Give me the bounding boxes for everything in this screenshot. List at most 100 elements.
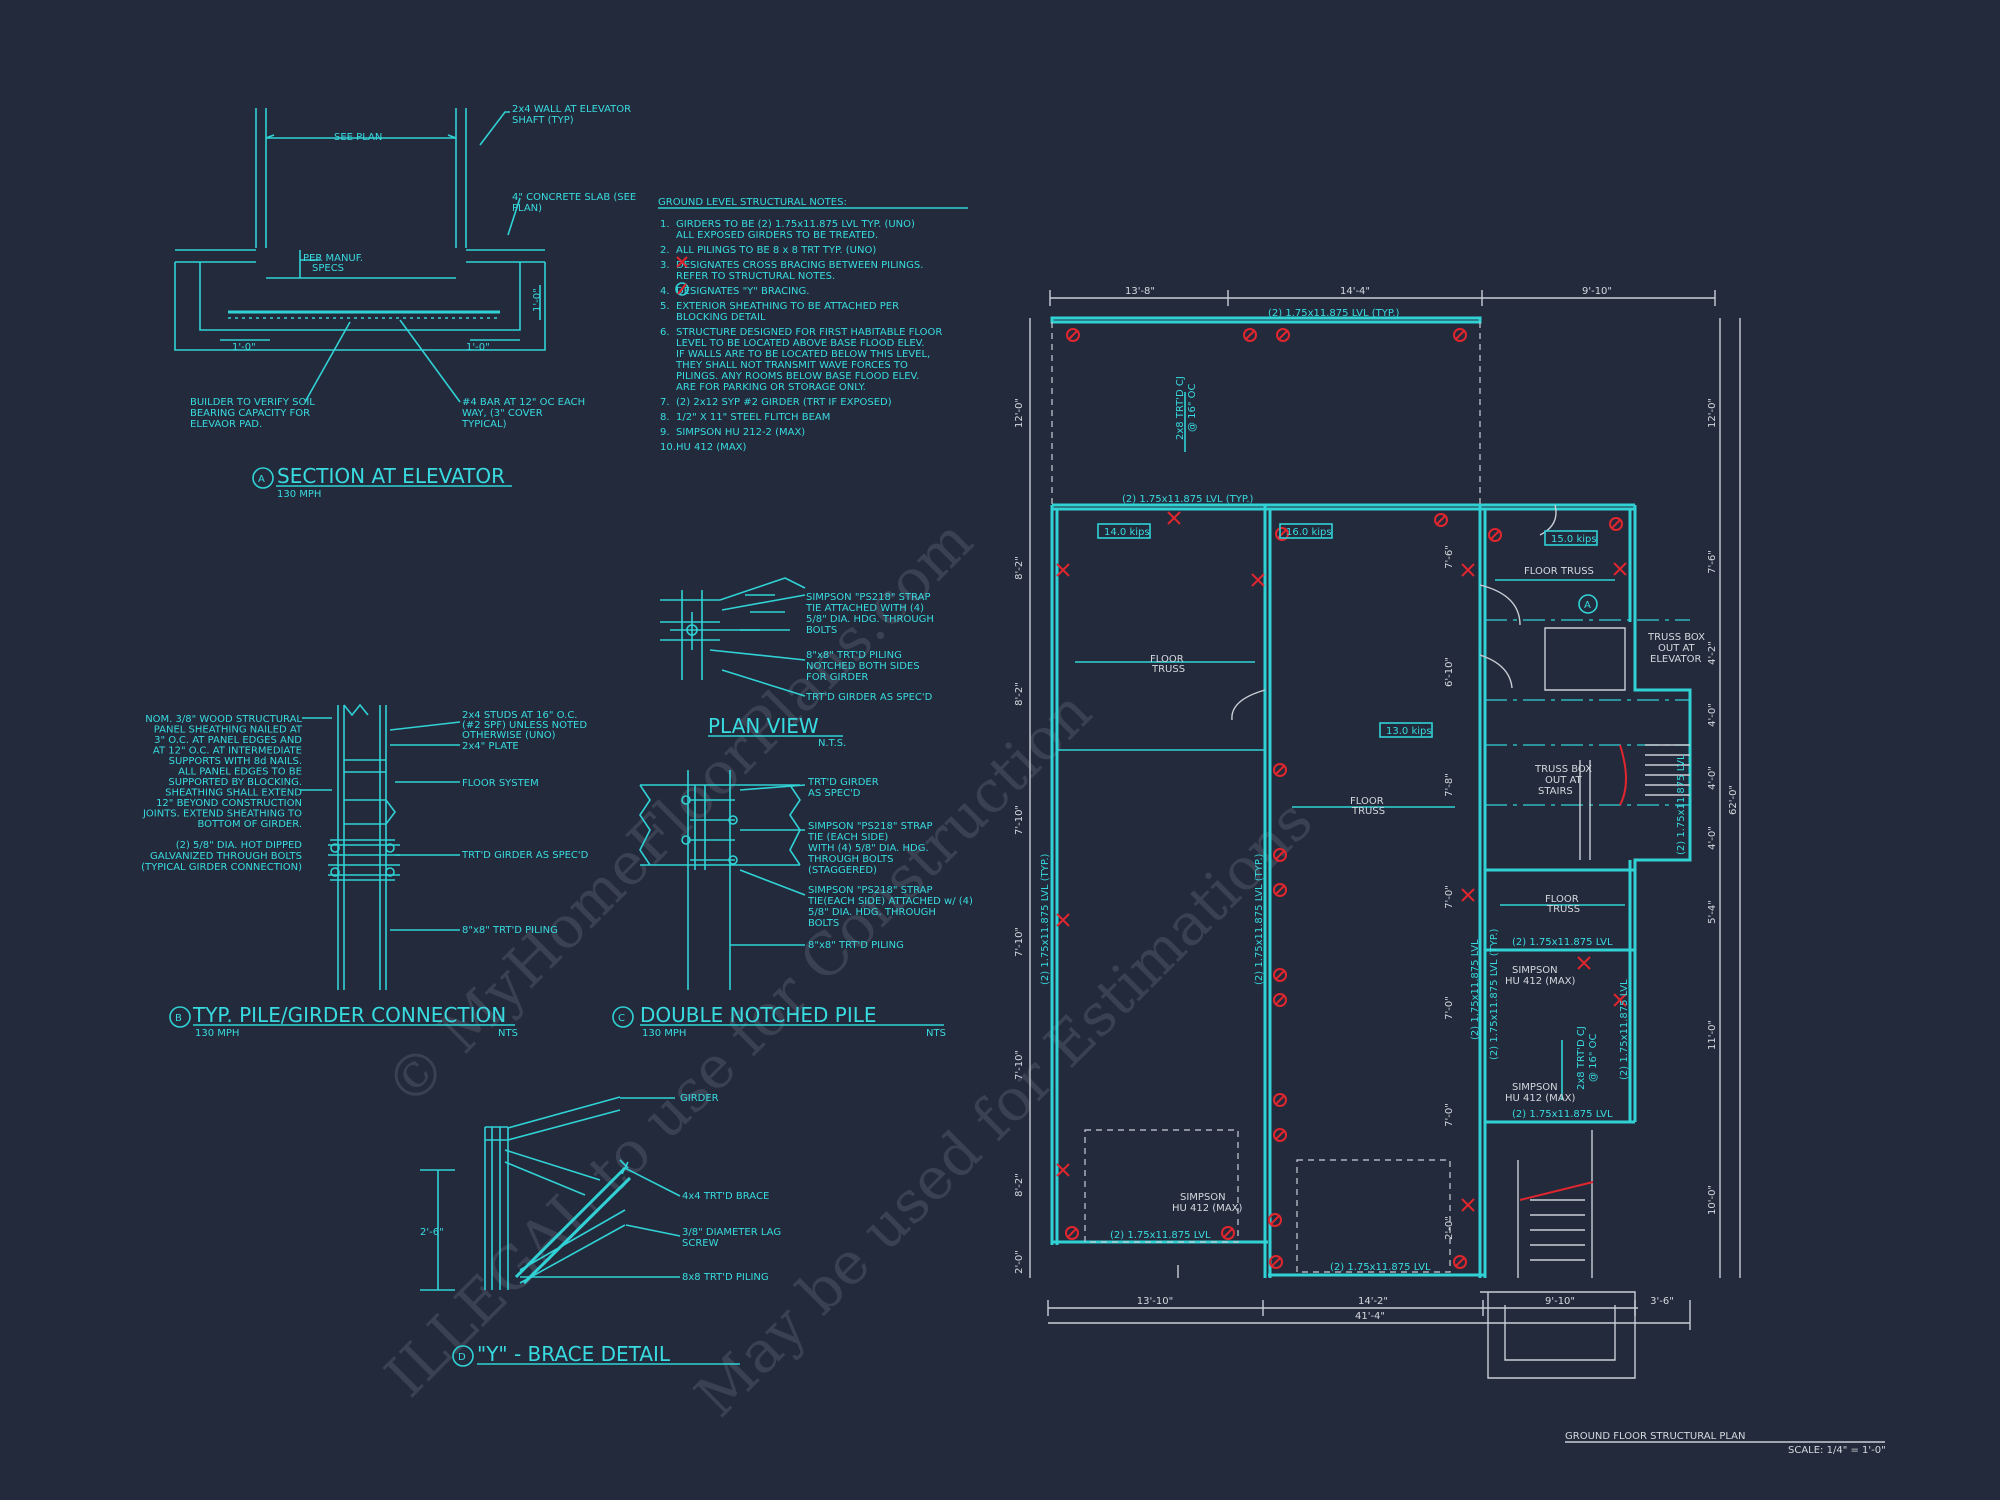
sheathing-note-4: AT 12" O.C. AT INTERMEDIATE	[153, 746, 302, 757]
detail-c-callout-11: BOLTS	[808, 918, 839, 929]
plan-view-title: PLAN VIEW	[708, 714, 819, 738]
detail-c-callout-7: (STAGGERED)	[808, 865, 877, 876]
y-brace-marker-6	[1488, 528, 1502, 542]
cross-brace-marker-7	[1613, 562, 1627, 576]
detail-b-callout-7: 8"x8" TRT'D PILING	[462, 925, 558, 936]
y-brace-slash-8	[1277, 529, 1287, 539]
bolt-note-2: GALVANIZED THROUGH BOLTS	[150, 851, 302, 862]
plan-view-label-7: FOR GIRDER	[806, 672, 868, 683]
detail-d-callout-1: GIRDER	[680, 1093, 719, 1104]
floor-truss-2a: FLOOR	[1350, 796, 1384, 807]
bottom-dim-1: 13'-10"	[1137, 1296, 1173, 1307]
detail-b-callout-3: OTHERWISE (UNO)	[462, 730, 556, 741]
y-brace-marker-1	[1066, 328, 1080, 342]
left-dim-6: 7'-10"	[1014, 1050, 1025, 1080]
y-brace-slash-7	[1611, 519, 1621, 529]
y-brace-marker-3	[1276, 328, 1290, 342]
note-line-9: STRUCTURE DESIGNED FOR FIRST HABITABLE F…	[676, 327, 942, 338]
joist-2-line-2: @ 16" OC	[1588, 1033, 1599, 1082]
y-brace-slash-11	[1275, 885, 1285, 895]
y-brace-slash-10	[1275, 850, 1285, 860]
detail-c-callout-10: 5/8" DIA. HDG. THROUGH	[808, 907, 936, 918]
mid-dim-4: 7'-0"	[1444, 885, 1455, 909]
cross-brace-marker-10	[1613, 993, 1627, 1007]
manuf-spec-label-1: PER MANUF.	[303, 253, 363, 264]
y-brace-marker-14	[1273, 1093, 1287, 1107]
cross-brace-marker-2	[1056, 563, 1070, 577]
concrete-slab-label-2: PLAN)	[512, 203, 542, 214]
y-brace-slash-12	[1275, 970, 1285, 980]
detail-c-callout-12: 8"x8" TRT'D PILING	[808, 940, 904, 951]
y-brace-slash-6	[1490, 530, 1500, 540]
concrete-slab-label-1: 4" CONCRETE SLAB (SEE	[512, 192, 636, 203]
top-dim-2: 14'-4"	[1340, 286, 1370, 297]
structural-notes: GROUND LEVEL STRUCTURAL NOTES: 1.GIRDERS…	[658, 197, 968, 453]
right-dim-2: 7'-6"	[1707, 550, 1718, 574]
detail-b-callouts: 2x4 STUDS AT 16" O.C.(#2 SPF) UNLESS NOT…	[461, 710, 589, 936]
piling-bracing-markers	[1056, 511, 1627, 1212]
plan-view-label-1: SIMPSON "PS218" STRAP	[806, 592, 931, 603]
detail-c-letter: C	[618, 1013, 625, 1024]
y-brace-marker-13	[1273, 993, 1287, 1007]
rebar-note-3: TYPICAL)	[461, 419, 507, 430]
detail-d-callout-3: 3/8" DIAMETER LAG	[682, 1227, 781, 1238]
beam-center-vert: (2) 1.75x11.875 LVL (TYP.)	[1254, 853, 1265, 985]
y-brace-slash-9	[1275, 765, 1285, 775]
section-a-letter: A	[258, 474, 265, 485]
note-line-3: ALL PILINGS TO BE 8 x 8 TRT TYP. (UNO)	[676, 245, 876, 256]
beam-bottom-mid: (2) 1.75x11.875 LVL	[1330, 1262, 1431, 1273]
beam-right-1: (2) 1.75x11.875 LVL	[1512, 937, 1613, 948]
ground-floor-plan: 14.0 kips 16.0 kips 15.0 kips 13.0 kips …	[1014, 286, 1886, 1456]
note-line-4: DESIGNATES CROSS BRACING BETWEEN PILINGS…	[676, 260, 923, 271]
bottom-dim-3: 9'-10"	[1545, 1296, 1575, 1307]
beam-top: (2) 1.75x11.875 LVL (TYP.)	[1268, 308, 1400, 319]
kips-label-3: 15.0 kips	[1551, 534, 1597, 545]
y-brace-marker-7	[1609, 517, 1623, 531]
sheathing-note-1: NOM. 3/8" WOOD STRUCTURAL	[145, 714, 302, 725]
kips-label-1: 14.0 kips	[1104, 527, 1150, 538]
note-line-5: REFER TO STRUCTURAL NOTES.	[676, 271, 835, 282]
note-line-13: PILINGS. ANY ROOMS BELOW BASE FLOOD ELEV…	[676, 371, 919, 382]
left-dim-2: 8'-2"	[1014, 556, 1025, 580]
cross-brace-marker-11	[1461, 1198, 1475, 1212]
note-line-11: IF WALLS ARE TO BE LOCATED BELOW THIS LE…	[676, 349, 930, 360]
section-a-sub: 130 MPH	[277, 489, 321, 500]
section-a-title: SECTION AT ELEVATOR	[277, 464, 505, 488]
overall-bottom-dim: 41'-4"	[1355, 1311, 1385, 1322]
truss-box-stair-3: STAIRS	[1538, 786, 1573, 797]
watermark-line-3: May be used for Estimations	[682, 786, 1326, 1430]
note-line-8: BLOCKING DETAIL	[676, 312, 766, 323]
bottom-dim-2: 14'-2"	[1358, 1296, 1388, 1307]
y-brace-slash-1	[1068, 330, 1078, 340]
sheathing-note-2: PANEL SHEATHING NAILED AT	[154, 725, 303, 736]
detail-b-callout-5: FLOOR SYSTEM	[462, 778, 539, 789]
detail-c-title: DOUBLE NOTCHED PILE	[640, 1003, 877, 1027]
bolt-note-3: (TYPICAL GIRDER CONNECTION)	[141, 862, 302, 873]
elevator-wall-label-2: SHAFT (TYP)	[512, 115, 574, 126]
note-line-1: GIRDERS TO BE (2) 1.75x11.875 LVL TYP. (…	[676, 219, 915, 230]
detail-d-callout-5: 8x8 TRT'D PILING	[682, 1272, 769, 1283]
y-brace-marker-20	[1453, 1255, 1467, 1269]
y-brace-slash-19	[1223, 1228, 1233, 1238]
dim-left: 1'-0"	[232, 342, 256, 353]
note-line-18: HU 412 (MAX)	[676, 442, 747, 453]
beam-right-2: (2) 1.75x11.875 LVL	[1512, 1109, 1613, 1120]
truss-box-stair-2: OUT AT	[1545, 775, 1583, 786]
floor-truss-1a: FLOOR	[1150, 654, 1184, 665]
detail-b-callout-6: TRT'D GIRDER AS SPEC'D	[461, 850, 589, 861]
note-number-18: 10.	[660, 442, 676, 453]
y-brace-slash-3	[1278, 330, 1288, 340]
detail-d-letter: D	[458, 1352, 466, 1363]
y-brace-marker-19	[1221, 1226, 1235, 1240]
detail-b-callout-1: 2x4 STUDS AT 16" O.C.	[462, 710, 577, 721]
simpson-1b: HU 412 (MAX)	[1172, 1203, 1243, 1214]
mid-dim-6: 7'-0"	[1444, 1103, 1455, 1127]
double-notched-pile-detail: C DOUBLE NOTCHED PILE 130 MPH NTS TRT'D …	[612, 770, 973, 1039]
cross-brace-marker-1	[1167, 511, 1181, 525]
dim-right: 1'-0"	[466, 342, 490, 353]
y-brace-slash-13	[1275, 995, 1285, 1005]
kips-label-2: 16.0 kips	[1286, 527, 1332, 538]
y-brace-slash-15	[1275, 1130, 1285, 1140]
mid-dim-7: 2'-0"	[1444, 1216, 1455, 1240]
mid-dim-3: 7'-8"	[1444, 773, 1455, 797]
